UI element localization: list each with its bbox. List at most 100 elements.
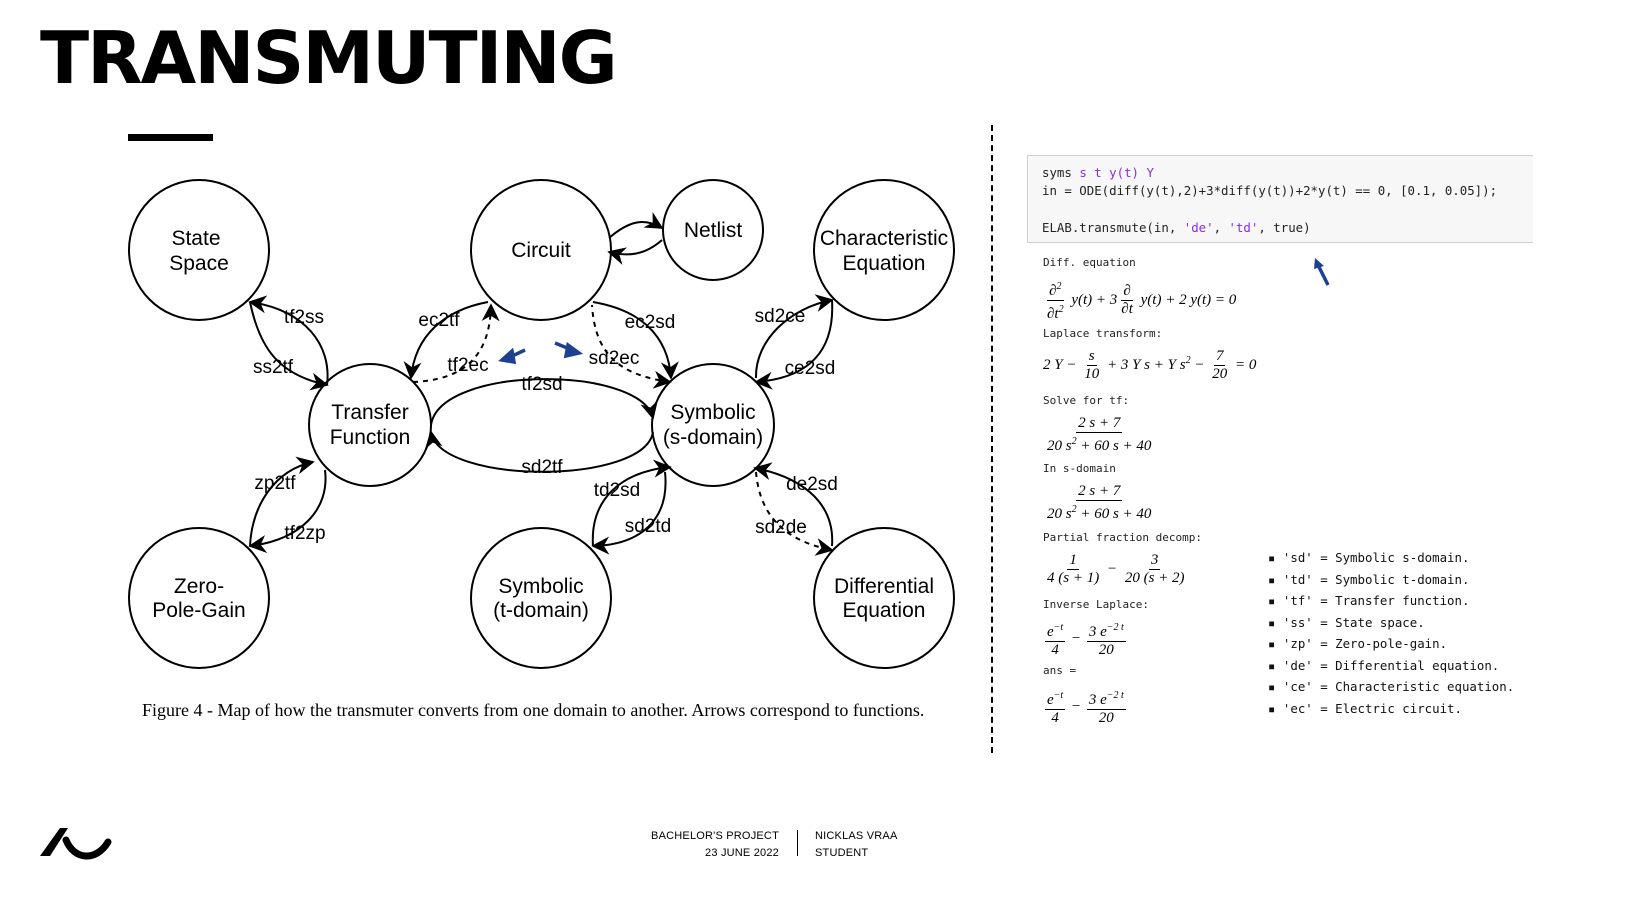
footer-project-name: BACHELOR'S PROJECT: [651, 830, 779, 842]
footer-date: 23 JUNE 2022: [705, 847, 779, 859]
vertical-divider: [991, 125, 993, 753]
node-symbolic-t: [470, 527, 612, 669]
label-differential-2: Equation: [843, 599, 926, 622]
highlight-arrowhead-tf2ec: [498, 347, 517, 365]
label-ss2tf: ss2tf: [253, 357, 294, 378]
output-laplace-label: Laplace transform:: [1043, 327, 1163, 340]
label-sd2tf: sd2tf: [521, 457, 563, 478]
edge-tf2sd: [430, 378, 658, 426]
legend-item: ▪ 'ec' = Electric circuit.: [1268, 700, 1462, 716]
code-line-1: syms s t y(t) Y: [1042, 165, 1154, 180]
label-state-space-2: Space: [169, 252, 229, 275]
edge-zp2tf: [249, 456, 315, 547]
footer-author: NICKLAS VRAA STUDENT: [815, 828, 897, 862]
output-ans-label: ans =: [1043, 664, 1077, 677]
label-symbolic-t-1: Symbolic: [498, 575, 583, 598]
transmuter-map-diagram: State Space Circuit Netlist Characterist…: [128, 179, 955, 669]
figure-caption: Figure 4 - Map of how the transmuter con…: [142, 700, 925, 720]
legend-item: ▪ 'de' = Differential equation.: [1268, 657, 1500, 673]
edge-sd2de: [755, 471, 834, 556]
legend-item: ▪ 'sd' = Symbolic s-domain.: [1268, 550, 1470, 565]
edge-sd2tf: [424, 430, 654, 473]
edge-tf2ss: [248, 295, 329, 386]
edge-sd2ec: [591, 304, 672, 389]
footer-separator: [797, 830, 798, 856]
output-in-s-label: In s-domain: [1043, 462, 1116, 475]
output-partial-label: Partial fraction decomp:: [1043, 531, 1202, 544]
label-sd2de: sd2de: [755, 517, 807, 538]
edge-sd2ce: [754, 294, 834, 379]
output-solve-tf-label: Solve for tf:: [1043, 394, 1130, 407]
label-characteristic-1: Characteristic: [820, 227, 948, 250]
legend-item: ▪ 'td' = Symbolic t-domain.: [1268, 571, 1470, 587]
label-ec2tf: ec2tf: [418, 310, 460, 331]
label-tf2ss: tf2ss: [284, 307, 324, 328]
code-line-3: ELAB.transmute(in, 'de', 'td', true): [1042, 220, 1311, 235]
label-symbolic-t-2: (t-domain): [493, 599, 589, 622]
label-zpg-2: Pole-Gain: [152, 599, 245, 622]
label-sd2ec: sd2ec: [589, 348, 640, 369]
node-characteristic-equation: [813, 179, 955, 321]
output-diff-equation-label: Diff. equation: [1043, 256, 1136, 269]
edge-tf2zp: [248, 469, 327, 553]
footer-author-name: NICKLAS VRAA: [815, 830, 898, 842]
label-sd2td: sd2td: [625, 516, 671, 537]
edge-sd2td: [591, 471, 667, 555]
label-tf2zp: tf2zp: [284, 523, 325, 544]
label-state-space-1: State: [171, 227, 220, 250]
edge-de2sd: [753, 462, 834, 547]
legend-item: ▪ 'zp' = Zero-pole-gain.: [1268, 636, 1448, 651]
node-symbolic-s: [651, 363, 775, 487]
label-transfer-2: Function: [330, 426, 411, 449]
legend-item: ▪ 'ce' = Characteristic equation.: [1268, 679, 1515, 694]
output-diff-equation: ∂2∂t2 y(t) + 3∂∂t y(t) + 2 y(t) = 0: [1043, 278, 1236, 323]
label-tf2sd: tf2sd: [521, 374, 562, 395]
edge-tf2ec: [412, 303, 500, 383]
code-cell[interactable]: syms s t y(t) Y in = ODE(diff(y(t),2)+3*…: [1027, 155, 1533, 243]
label-differential-1: Differential: [834, 575, 934, 598]
legend-item: ▪ 'ss' = State space.: [1268, 614, 1425, 630]
university-logo-icon: [40, 828, 112, 860]
title-underline: [128, 134, 213, 141]
label-ec2sd: ec2sd: [625, 312, 676, 333]
edge-ec2sd: [592, 301, 679, 380]
highlight-arrowhead-sd2ec: [563, 341, 584, 359]
footer-author-role: STUDENT: [815, 847, 869, 859]
edge-circuit-netlist: [607, 239, 663, 265]
edge-netlist-circuit: [608, 212, 664, 239]
node-netlist: [662, 179, 764, 281]
legend-item: ▪ 'tf' = Transfer function.: [1268, 593, 1470, 608]
node-differential-equation: [813, 527, 955, 669]
output-inverse-label: Inverse Laplace:: [1043, 598, 1149, 611]
label-characteristic-2: Equation: [843, 252, 926, 275]
label-sd2ce: sd2ce: [755, 306, 806, 327]
label-de2sd: de2sd: [786, 474, 838, 495]
label-td2sd: td2sd: [594, 480, 640, 501]
code-line-2: in = ODE(diff(y(t),2)+3*diff(y(t))+2*y(t…: [1042, 183, 1498, 198]
label-tf2ec: tf2ec: [447, 355, 488, 376]
label-zp2tf: zp2tf: [254, 473, 296, 494]
edge-ce2sd: [754, 299, 834, 390]
footer-project: BACHELOR'S PROJECT 23 JUNE 2022: [600, 828, 779, 862]
slide-title: TRANSMUTING: [40, 16, 618, 100]
label-transfer-1: Transfer: [331, 401, 408, 424]
abbreviation-legend: ▪ 'sd' = Symbolic s-domain. ▪ 'td' = Sym…: [1268, 550, 1514, 722]
label-zpg-1: Zero-: [174, 575, 224, 598]
label-ce2sd: ce2sd: [785, 358, 836, 379]
edge-ss2tf: [249, 301, 329, 391]
label-netlist: Netlist: [684, 219, 743, 242]
node-zero-pole-gain: [128, 527, 270, 669]
annotation-arrow-icon: [1314, 258, 1330, 286]
edge-ec2tf: [403, 301, 489, 380]
edge-td2sd: [591, 459, 672, 547]
label-circuit: Circuit: [511, 239, 571, 262]
label-symbolic-s-1: Symbolic: [670, 401, 755, 424]
node-state-space: [128, 179, 270, 321]
label-symbolic-s-2: (s-domain): [663, 426, 763, 449]
